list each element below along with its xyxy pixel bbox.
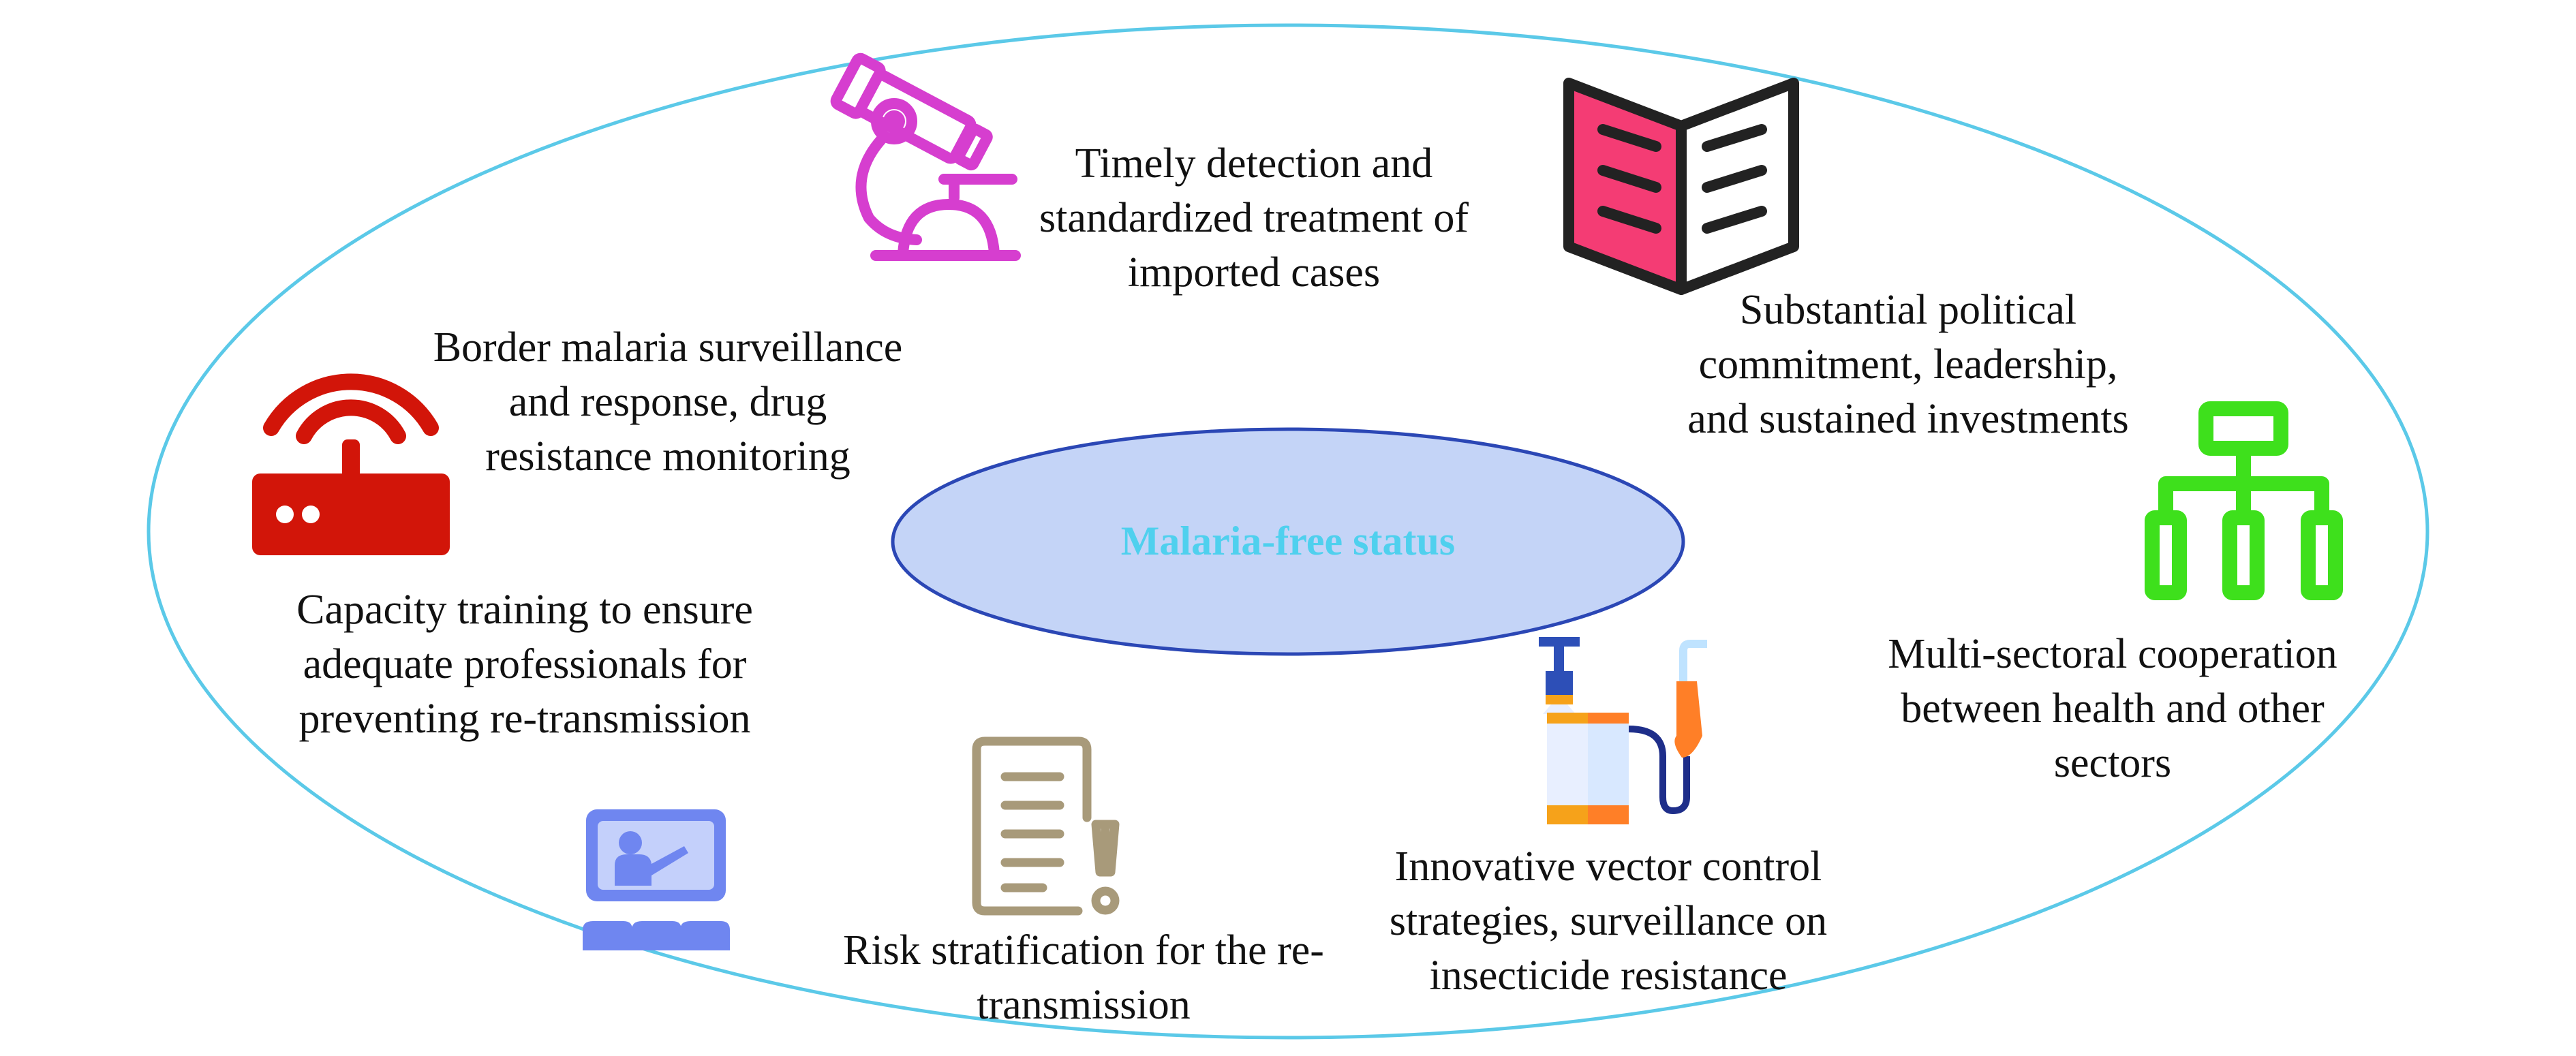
multisectoral-line-3: sectors: [2053, 740, 2172, 786]
multisectoral-label: Multi-sectoral cooperation between healt…: [1854, 627, 2372, 790]
risk-line-2: transmission: [977, 982, 1191, 1028]
political-line-2: commitment, leadership,: [1698, 341, 2118, 388]
capacity-line-3: preventing re-transmission: [298, 696, 751, 742]
microscope-icon: [830, 52, 1021, 261]
multisectoral-line-1: Multi-sectoral cooperation: [1888, 631, 2337, 677]
risk-label: Risk stratification for the re- transmis…: [811, 923, 1356, 1032]
vector-line-1: Innovative vector control: [1394, 843, 1822, 890]
router-icon: [252, 373, 450, 555]
document-alert-icon: [972, 736, 1120, 916]
training-presentation-icon: [583, 809, 730, 950]
capacity-label: Capacity training to ensure adequate pro…: [259, 583, 791, 746]
detection-label: Timely detection and standardized treatm…: [1002, 136, 1506, 300]
political-label: Substantial political commitment, leader…: [1649, 283, 2167, 446]
political-line-3: and sustained investments: [1687, 396, 2129, 442]
open-book-icon: [1563, 78, 1799, 295]
detection-line-3: imported cases: [1127, 249, 1381, 296]
risk-line-1: Risk stratification for the re-: [843, 927, 1324, 974]
detection-line-2: standardized treatment of: [1039, 195, 1469, 241]
political-line-1: Substantial political: [1739, 287, 2077, 333]
border-label: Border malaria surveillance and response…: [402, 320, 934, 484]
vector-line-2: strategies, surveillance on: [1389, 898, 1828, 944]
sprayer-icon: [1539, 637, 1707, 824]
detection-line-1: Timely detection and: [1075, 140, 1433, 187]
multisectoral-line-2: between health and other: [1901, 685, 2325, 732]
border-line-1: Border malaria surveillance: [433, 324, 903, 371]
border-line-2: and response, drug: [508, 379, 827, 425]
outer-boundary-ellipse: [147, 23, 2429, 1040]
border-line-3: resistance monitoring: [485, 433, 850, 480]
center-status-label: Malaria-free status: [1120, 518, 1456, 563]
capacity-line-1: Capacity training to ensure: [296, 587, 753, 633]
center-ellipse: [891, 427, 1685, 656]
vector-line-3: insecticide resistance: [1429, 952, 1788, 999]
capacity-line-2: adequate professionals for: [303, 641, 747, 687]
hierarchy-icon: [2145, 401, 2343, 600]
vector-label: Innovative vector control strategies, su…: [1349, 839, 1867, 1003]
